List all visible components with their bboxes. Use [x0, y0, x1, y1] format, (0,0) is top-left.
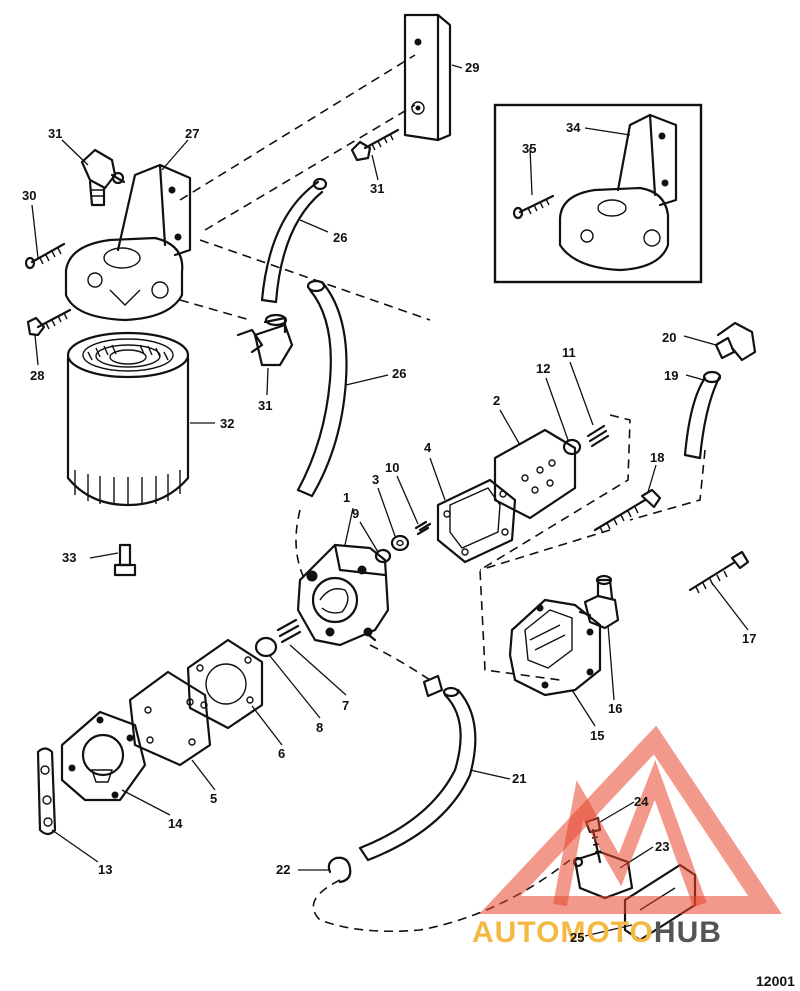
spring-7 [276, 618, 302, 644]
callout-21: 21 [512, 771, 526, 786]
callout-31: 31 [48, 126, 62, 141]
callout-labels: 31 27 29 31 30 26 28 31 26 32 33 1 9 3 1… [22, 60, 756, 945]
inset-bracket [616, 113, 678, 207]
callout-6: 6 [278, 746, 285, 761]
hose-19 [683, 370, 722, 460]
callout-35: 35 [522, 141, 536, 156]
callout-15: 15 [590, 728, 604, 743]
svg-text:AUTOMOTOHUB: AUTOMOTOHUB [472, 916, 722, 949]
screw-18 [593, 488, 662, 534]
callout-16: 16 [608, 701, 622, 716]
callout-7: 7 [342, 698, 349, 713]
callout-2: 2 [493, 393, 500, 408]
filter-head-assembly [64, 163, 192, 322]
washer-3 [390, 534, 410, 552]
pump-cover-15 [508, 598, 602, 697]
callout-18: 18 [650, 450, 664, 465]
callout-11: 11 [562, 345, 576, 360]
elbow-fitting-31-top [80, 148, 126, 207]
callout-3: 3 [372, 472, 379, 487]
callout-32: 32 [220, 416, 234, 431]
callout-31: 31 [370, 181, 384, 196]
spring-10 [414, 520, 432, 536]
screw-17 [688, 550, 750, 594]
plug-33 [113, 543, 137, 577]
washer-9 [374, 548, 392, 564]
automotohub-watermark: AUTOMOTOHUB [472, 725, 782, 949]
callout-33: 33 [62, 550, 76, 565]
callout-5: 5 [210, 791, 217, 806]
disc-8 [254, 636, 278, 658]
hose-26-short [260, 177, 328, 304]
diaphragm-2 [493, 428, 577, 520]
spring-11 [586, 424, 610, 448]
hose-21 [358, 686, 477, 862]
inset-screw [512, 194, 555, 220]
plate-13 [36, 747, 57, 836]
callout-26: 26 [333, 230, 347, 245]
callout-1: 1 [343, 490, 350, 505]
watermark-text-light: AUTOMOTO [472, 916, 654, 949]
callout-9: 9 [352, 506, 359, 521]
callout-14: 14 [168, 816, 183, 831]
callout-24: 24 [634, 794, 649, 809]
hose-fitting [422, 674, 444, 698]
gasket-4 [436, 478, 517, 564]
callout-10: 10 [385, 460, 399, 475]
callout-13: 13 [98, 862, 112, 877]
callout-20: 20 [662, 330, 676, 345]
callout-26: 26 [392, 366, 406, 381]
elbow-fitting-16 [578, 574, 620, 630]
fuel-pump-body-1 [296, 543, 390, 647]
watermark-m-shape [553, 760, 707, 908]
leader-lines [31, 64, 749, 937]
hose-26-long [296, 279, 348, 498]
bracket-29 [403, 13, 452, 142]
diagram-reference-number: 12001 [756, 973, 795, 989]
callout-19: 19 [664, 368, 678, 383]
watermark-text-dark: HUB [654, 916, 722, 949]
callout-31: 31 [258, 398, 272, 413]
callout-27: 27 [185, 126, 199, 141]
inset-filter-head [558, 186, 670, 272]
callout-28: 28 [30, 368, 44, 383]
disc-12 [562, 438, 582, 456]
callout-22: 22 [276, 862, 290, 877]
callout-8: 8 [316, 720, 323, 735]
callout-23: 23 [655, 839, 669, 854]
screw-28 [26, 308, 72, 337]
gasket-6 [186, 638, 264, 730]
callout-30: 30 [22, 188, 36, 203]
callout-12: 12 [536, 361, 550, 376]
diaphragm-5 [128, 670, 212, 767]
screw-30 [24, 242, 66, 270]
pump-base-14 [60, 710, 147, 802]
clamp-22 [327, 856, 352, 884]
callout-17: 17 [742, 631, 756, 646]
fuel-filter-32 [66, 331, 190, 507]
callout-34: 34 [566, 120, 581, 135]
callout-29: 29 [465, 60, 479, 75]
callout-25: 25 [570, 930, 584, 945]
elbow-fitting-31-middle [236, 313, 294, 367]
callout-4: 4 [424, 440, 432, 455]
elbow-fitting-20 [714, 321, 757, 362]
inset-box [493, 103, 703, 284]
screw-31-right [350, 128, 400, 162]
